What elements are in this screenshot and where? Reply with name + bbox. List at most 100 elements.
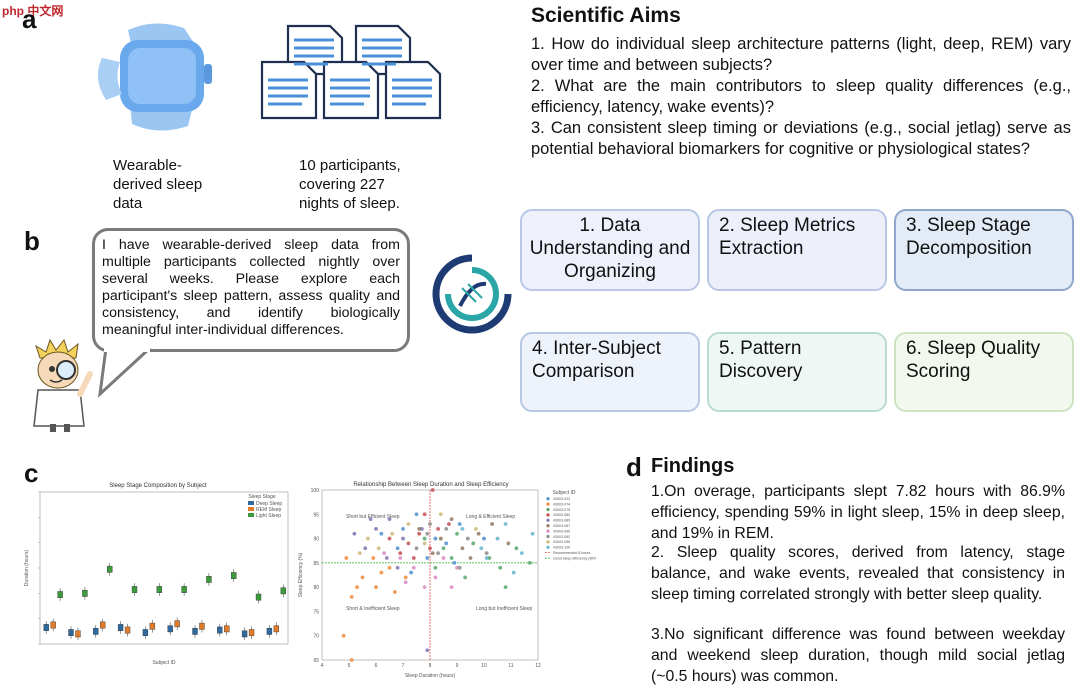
scatter-point <box>447 522 451 526</box>
legend-entry: 43003-090 <box>553 529 570 533</box>
legend-swatch <box>546 518 550 522</box>
scatter-point <box>398 556 403 560</box>
scatter-point <box>422 585 427 590</box>
scatter-point <box>433 575 438 580</box>
documents-caption: 10 participants, covering 227 nights of … <box>299 157 401 212</box>
y-tick-label: 75 <box>313 609 319 615</box>
legend-swatch <box>546 513 550 517</box>
scatter-point <box>482 536 486 541</box>
scatter-point <box>387 517 392 522</box>
scatter-point <box>411 565 416 570</box>
bar-rem-sleep <box>248 629 255 636</box>
workflow-step-6: 6. Sleep Quality Scoring <box>894 332 1074 412</box>
scatter-point <box>384 556 389 560</box>
bar-light-sleep <box>107 565 113 573</box>
bar-deep-sleep <box>142 629 149 636</box>
finding-item: 2. Sleep quality scores, derived from la… <box>651 544 1065 603</box>
legend-swatch <box>546 524 550 528</box>
scatter-point <box>374 585 378 590</box>
bar-rem-sleep <box>149 622 156 630</box>
scatter-point <box>468 556 473 560</box>
scatter-point <box>460 526 465 531</box>
x-tick-label: 12 <box>535 663 541 669</box>
scatter-point <box>503 585 508 590</box>
scatter-point <box>449 556 454 560</box>
bar-light-sleep <box>255 593 262 601</box>
scatter-point <box>417 526 422 531</box>
scatter-point <box>349 594 354 599</box>
legend-title: Subject ID <box>552 490 575 496</box>
legend-swatch <box>546 534 550 539</box>
legend-entry: Deep Sleep <box>256 501 282 507</box>
quadrant-label: Short but Efficient Sleep <box>346 514 400 520</box>
x-tick-label: 7 <box>402 663 405 669</box>
scatter-point <box>438 512 443 517</box>
scatter-point <box>355 585 359 590</box>
legend-entry: 43003-100 <box>553 546 570 550</box>
scatter-point <box>366 536 370 541</box>
documents-icon <box>260 24 442 120</box>
legend-swatch <box>248 513 254 517</box>
x-tick-label: 6 <box>375 663 378 669</box>
scatter-point <box>360 575 365 580</box>
speech-bubble-tail <box>98 348 152 398</box>
legend-swatch <box>546 497 550 501</box>
scatter-point <box>403 575 408 580</box>
bar-light-sleep <box>156 586 162 593</box>
workflow-step-3: 3. Sleep Stage Decomposition <box>894 209 1074 291</box>
scatter-point <box>487 556 492 560</box>
bar-rem-sleep <box>124 626 131 634</box>
scatter-point <box>420 526 424 531</box>
scatter-point <box>474 526 478 531</box>
scatter-point <box>479 546 484 551</box>
scatter-point <box>401 536 405 541</box>
scatter-point <box>422 536 427 541</box>
y-tick-label: 90 <box>313 537 319 543</box>
bar-light-sleep <box>131 586 138 593</box>
scatter-point <box>414 546 419 551</box>
scatter-point <box>428 546 432 551</box>
y-tick-label: 65 <box>313 658 319 664</box>
bar-rem-sleep <box>174 620 180 628</box>
legend-title: Sleep Stage <box>248 494 275 500</box>
scatter-point <box>403 580 408 585</box>
scatter-point <box>438 536 443 541</box>
scatter-point <box>484 556 489 560</box>
scatter-point <box>390 531 395 536</box>
bar-deep-sleep <box>93 627 99 635</box>
scatter-point <box>341 633 346 638</box>
scatter-point <box>433 565 438 570</box>
y-axis-label: Sleep Efficiency (%) <box>298 552 304 597</box>
bar-deep-sleep <box>68 629 74 636</box>
bar-deep-sleep <box>167 625 173 633</box>
legend-entry: Light Sleep <box>256 513 281 519</box>
finding-item: 1.On overage, participants slept 7.82 ho… <box>651 483 1065 542</box>
scatter-point <box>436 551 440 556</box>
prompt-text: I have wearable-derived sleep data from … <box>102 237 400 338</box>
quadrant-label: Short & Inefficient Sleep <box>346 606 400 612</box>
aim-item: 1. How do individual sleep architecture … <box>531 35 1071 74</box>
legend-entry: 43003-074 <box>553 502 570 506</box>
legend-swatch <box>546 502 550 506</box>
quadrant-label: Long but Inefficient Sleep <box>476 606 533 612</box>
sleep-stage-boxplot-chart: Sleep Stage Composition by Subject Durat… <box>24 483 289 666</box>
scatter-point <box>417 531 422 536</box>
finding-item: 3.No significant difference was found be… <box>651 626 1065 685</box>
scatter-point <box>379 531 384 536</box>
bar-light-sleep <box>231 572 237 579</box>
scatter-point <box>498 565 503 570</box>
bar-rem-sleep <box>100 621 106 629</box>
scatter-point <box>436 526 440 531</box>
scatter-point <box>471 541 476 546</box>
scatter-point <box>476 531 481 536</box>
chart-title: Sleep Stage Composition by Subject <box>109 483 207 489</box>
scatter-point <box>425 648 430 653</box>
x-tick-label: 4 <box>321 663 324 669</box>
bar-rem-sleep <box>50 621 56 629</box>
scatter-point <box>406 522 411 526</box>
scatter-point <box>430 488 435 492</box>
legend-entry: 43003-087 <box>553 524 570 528</box>
scatter-point <box>387 536 392 541</box>
legend-entry: 43003-092 <box>553 535 570 539</box>
